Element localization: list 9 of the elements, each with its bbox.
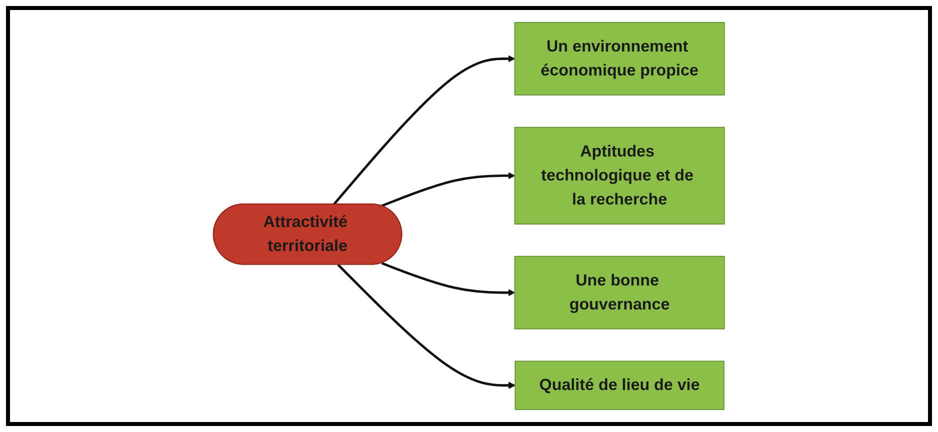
node-box bbox=[514, 256, 725, 330]
arrow bbox=[337, 264, 516, 389]
node-box bbox=[514, 22, 725, 96]
arrow bbox=[381, 172, 516, 208]
arrow bbox=[333, 55, 516, 206]
node-box bbox=[514, 126, 725, 224]
node-box bbox=[514, 360, 724, 410]
arrow bbox=[381, 262, 516, 296]
diagram-frame: Un environnement économique propice Aptitudes technologique et de la recherche Attractivité territoriale Une bonne gouvernance Qualité de lieu de vie bbox=[6, 6, 932, 426]
